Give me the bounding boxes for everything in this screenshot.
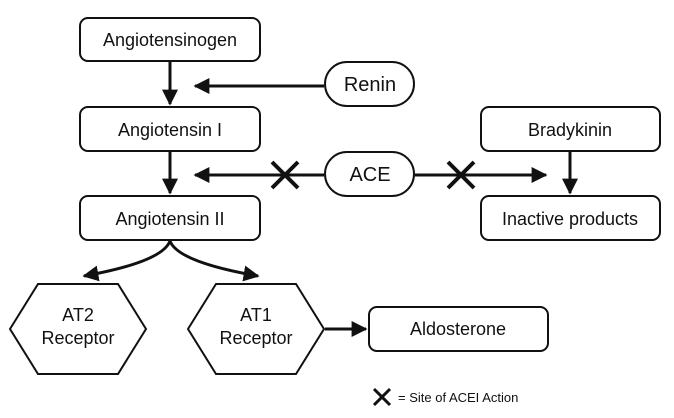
- node-at2-receptor: AT2 Receptor: [8, 283, 148, 375]
- angiotensin-2-label: Angiotensin II: [115, 209, 224, 229]
- aldosterone-label: Aldosterone: [410, 319, 506, 339]
- at1-receptor-label-line1: AT1: [240, 305, 272, 325]
- node-bradykinin: Bradykinin: [480, 106, 661, 152]
- x-mark-icon: [372, 387, 392, 407]
- node-angiotensinogen: Angiotensinogen: [79, 17, 261, 62]
- node-inactive-products: Inactive products: [480, 195, 661, 241]
- node-at1-receptor: AT1 Receptor: [186, 283, 326, 375]
- angiotensinogen-label: Angiotensinogen: [103, 30, 237, 50]
- x-mark-icon-bradykinin-side: [446, 160, 476, 190]
- arrows: [82, 62, 578, 337]
- node-ace: ACE: [324, 151, 415, 197]
- node-aldosterone: Aldosterone: [368, 306, 549, 352]
- legend: = Site of ACEI Action: [372, 387, 518, 407]
- at1-receptor-label-line2: Receptor: [219, 328, 292, 348]
- arrow-angiotensin-2-to-at1: [168, 240, 260, 282]
- inactive-products-label: Inactive products: [502, 209, 638, 229]
- renin-label: Renin: [344, 74, 396, 96]
- at2-receptor-label-line1: AT2: [62, 305, 94, 325]
- bradykinin-label: Bradykinin: [528, 120, 612, 140]
- legend-label: = Site of ACEI Action: [398, 390, 518, 405]
- at2-receptor-label-line2: Receptor: [41, 328, 114, 348]
- node-angiotensin-2: Angiotensin II: [79, 195, 261, 241]
- ace-label: ACE: [349, 164, 390, 186]
- x-mark-icon-angiotensin-side: [270, 160, 300, 190]
- arrow-angiotensin-2-to-at2: [82, 240, 172, 282]
- angiotensin-1-label: Angiotensin I: [118, 120, 222, 140]
- node-angiotensin-1: Angiotensin I: [79, 106, 261, 152]
- node-renin: Renin: [324, 61, 415, 107]
